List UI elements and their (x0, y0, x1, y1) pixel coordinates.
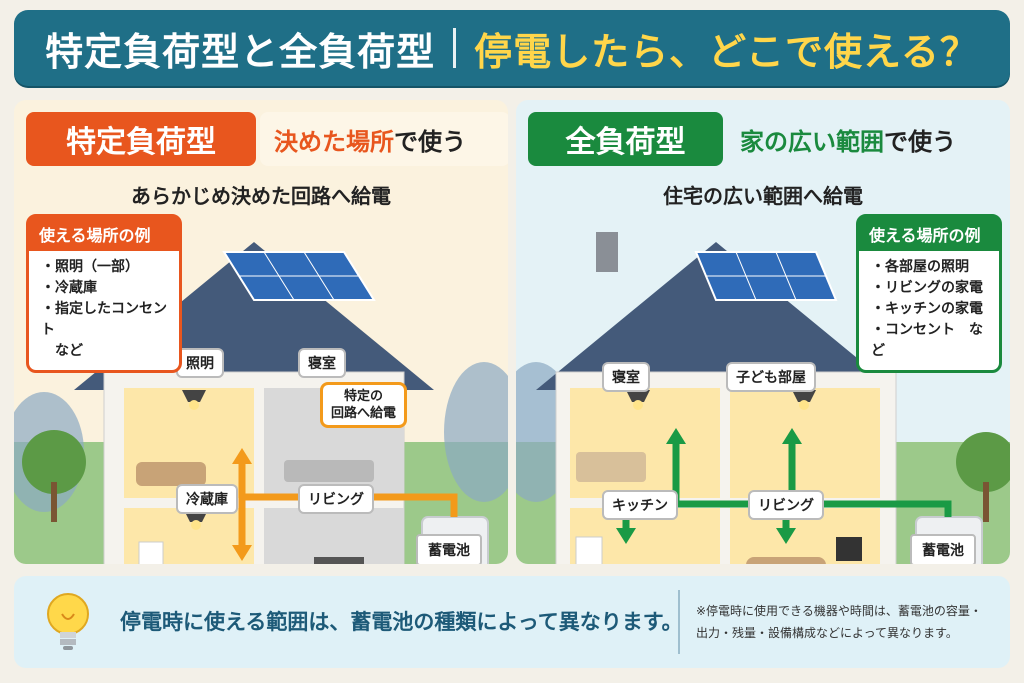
footer-disclaimer: ※停電時に使用できる機器や時間は、蓄電池の容量・ 出力・残量・設備構成などによっ… (696, 600, 996, 644)
battery-label-left: 蓄電池 (416, 534, 482, 564)
room-label-bedroom-right: 寝室 (602, 362, 650, 392)
subtitle-specific-load: 決めた場所 で使う (260, 112, 508, 166)
circuit-label: 特定の 回路へ給電 (320, 382, 408, 428)
callout-item: ・照明（一部） (41, 259, 139, 275)
header-banner: 特定負荷型と全負荷型 停電したら、どこで使える？ (14, 10, 1010, 86)
title-left: 特定負荷型と全負荷型 (45, 29, 436, 74)
tag-whole-load: 全負荷型 (528, 112, 723, 166)
subtitle-rest: で使う (394, 127, 466, 156)
title-divider (453, 28, 457, 68)
circuit-label-line1: 特定の (344, 389, 384, 404)
room-label-bedroom: 寝室 (298, 348, 346, 378)
caption-specific-load: あらかじめ決めた回路へ給電 (131, 184, 391, 208)
subtitle-highlight: 決めた場所 (274, 127, 394, 156)
house-illustration-whole (516, 232, 1010, 564)
room-label-kitchen: キッチン (602, 490, 678, 520)
tag-specific-load: 特定負荷型 (26, 112, 256, 166)
callout-item: ・指定したコンセント (41, 301, 167, 338)
callout-item: ・キッチンの家電 (871, 301, 983, 317)
room-label-living-right: リビング (748, 490, 824, 520)
room-label-kids-room: 子ども部屋 (726, 362, 816, 392)
caption-whole-load: 住宅の広い範囲へ給電 (663, 184, 863, 208)
callout-examples-specific: 使える場所の例 ・照明（一部） ・冷蔵庫 ・指定したコンセント など (26, 214, 182, 373)
callout-heading-whole: 使える場所の例 (859, 217, 999, 251)
footer-divider (678, 590, 680, 654)
lightbulb-icon (47, 593, 89, 650)
subtitle-highlight-right: 家の広い範囲 (740, 127, 884, 156)
footer-note-line2: 出力・残量・設備構成などによって異なります。 (696, 626, 958, 640)
callout-item: ・各部屋の照明 (871, 259, 969, 275)
callout-item: ・冷蔵庫 (41, 280, 97, 296)
callout-item: ・リビングの家電 (871, 280, 983, 296)
subtitle-whole-load: 家の広い範囲 で使う (726, 112, 1010, 166)
callout-item: など (41, 343, 83, 359)
subtitle-rest-right: で使う (884, 127, 956, 156)
callout-heading-specific: 使える場所の例 (29, 217, 179, 251)
battery-label-right: 蓄電池 (910, 534, 976, 564)
room-label-lighting: 照明 (176, 348, 224, 378)
footer-note-line1: ※停電時に使用できる機器や時間は、蓄電池の容量・ (696, 604, 982, 618)
room-label-living: リビング (298, 484, 374, 514)
panel-specific-load: 特定負荷型 決めた場所 で使う あらかじめ決めた回路へ給電 (14, 100, 508, 564)
footer-note-box: 停電時に使える範囲は、蓄電池の種類によって異なります。 ※停電時に使用できる機器… (14, 576, 1010, 668)
footer-main-text: 停電時に使える範囲は、蓄電池の種類によって異なります。 (120, 610, 683, 634)
callout-examples-whole: 使える場所の例 ・各部屋の照明 ・リビングの家電 ・キッチンの家電 ・コンセント… (856, 214, 1002, 373)
title-right: 停電したら、どこで使える？ (474, 29, 979, 74)
callout-item: ・コンセント など (871, 322, 983, 359)
room-label-fridge: 冷蔵庫 (176, 484, 238, 514)
circuit-label-line2: 回路へ給電 (331, 406, 397, 421)
